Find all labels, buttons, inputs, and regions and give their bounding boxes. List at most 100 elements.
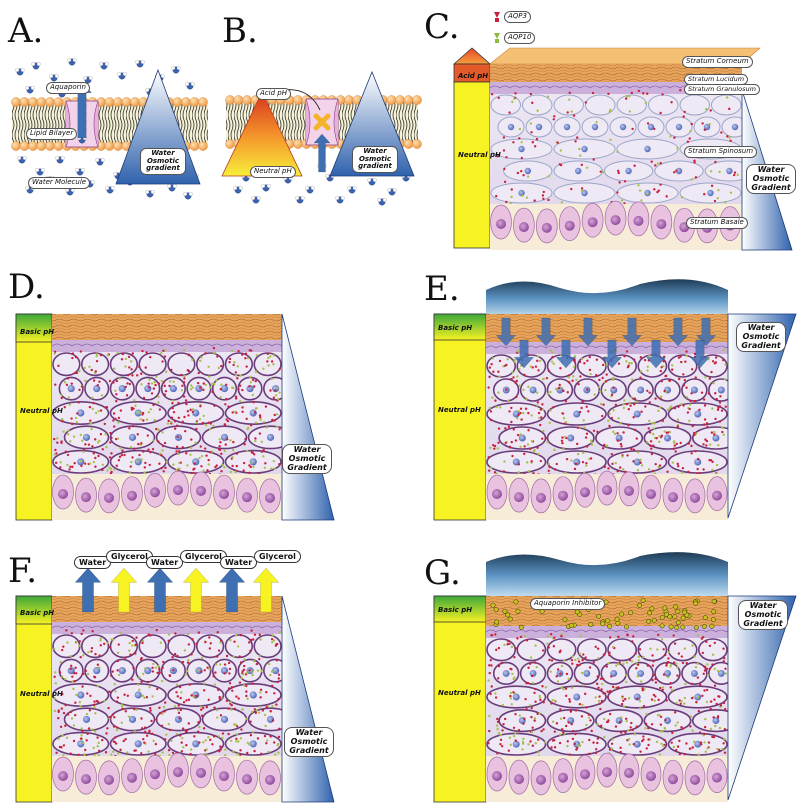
cell-nucleus <box>694 458 702 466</box>
cell-nucleus <box>81 492 91 503</box>
acid-cap <box>452 47 492 65</box>
water-influx-arrow <box>621 317 643 347</box>
water-influx-arrow <box>689 339 711 369</box>
water-molecule <box>183 192 193 200</box>
label-neutral-ph-g: Neutral pH <box>438 689 481 697</box>
label-lipid-bilayer: Lipid Bilayer <box>26 128 78 140</box>
flow-label-water-3: Water <box>220 556 258 569</box>
legend-aqp3: AQP3 <box>504 11 531 23</box>
cell-nucleus <box>573 410 581 418</box>
aquaporin-inhibitor-particles <box>490 597 718 631</box>
lipid-head <box>412 139 422 149</box>
cell-nucleus <box>266 433 275 441</box>
label-basic-ph-e: Basic pH <box>438 324 473 332</box>
cell-nucleus <box>174 715 183 723</box>
panel-letter-a: A. <box>8 11 44 51</box>
cell-nucleus <box>633 458 641 466</box>
water-molecule <box>295 196 305 204</box>
lipid-head <box>45 141 55 151</box>
label-gradient-d: Water Osmotic Gradient <box>282 444 332 475</box>
cell-nucleus <box>134 740 142 748</box>
stratum-basale-cells <box>486 470 728 520</box>
panel-c-artwork <box>452 12 793 251</box>
cell-nucleus <box>219 771 229 782</box>
cell-nucleus <box>93 667 101 675</box>
cell-nucleus <box>104 492 114 503</box>
cell-nucleus <box>580 769 590 780</box>
cell-nucleus <box>567 434 575 442</box>
keratinocyte <box>224 352 254 377</box>
cell-nucleus <box>196 767 206 778</box>
cell-nucleus <box>134 691 142 699</box>
keratinocyte <box>80 352 110 377</box>
cell-nucleus <box>591 123 599 131</box>
water-surface <box>486 552 728 598</box>
label-neutral-ph-e: Neutral pH <box>438 406 481 414</box>
keratinocyte <box>576 638 607 662</box>
water-molecule <box>55 156 65 164</box>
cell-nucleus <box>118 667 126 675</box>
cell-nucleus <box>67 667 75 675</box>
lipid-head <box>172 97 183 107</box>
cell-nucleus <box>573 693 581 701</box>
water-molecule <box>17 156 27 164</box>
keratinocyte <box>607 638 638 662</box>
cell-nucleus <box>150 769 160 780</box>
water-molecule <box>75 168 85 176</box>
ph-bar <box>433 313 487 521</box>
cell-nucleus <box>246 385 254 393</box>
water-molecule <box>83 76 93 84</box>
keratinocyte <box>522 94 553 116</box>
cell-nucleus <box>118 385 126 393</box>
lipid-head <box>53 97 64 107</box>
water-molecule <box>167 184 177 192</box>
cell-nucleus <box>668 492 678 503</box>
cell-nucleus <box>581 145 588 153</box>
keratinocyte <box>637 638 668 662</box>
water-molecule <box>65 188 75 196</box>
keratinocyte <box>616 94 647 116</box>
water-influx-arrow <box>645 339 667 369</box>
water-efflux-arrow <box>218 567 246 613</box>
keratinocyte <box>697 638 728 662</box>
lipid-head <box>189 141 200 151</box>
cell-nucleus <box>541 222 552 233</box>
cell-nucleus <box>150 487 160 498</box>
aquaporin-channel <box>305 98 339 146</box>
stratum-corneum-layer <box>486 314 728 342</box>
panel-g-artwork <box>433 552 797 803</box>
keratinocyte <box>138 634 167 659</box>
cell-nucleus <box>580 487 590 498</box>
panel-e-artwork <box>433 279 797 521</box>
lipid-head <box>104 97 115 107</box>
label-aquaporin: Aquaporin <box>46 82 90 94</box>
lipid-head <box>386 95 397 105</box>
cell-nucleus <box>583 669 591 677</box>
cell-nucleus <box>249 740 257 748</box>
cell-nucleus <box>610 215 621 226</box>
cell-nucleus <box>637 669 645 677</box>
stratum-spinosum-cells <box>486 638 740 756</box>
cell-nucleus <box>644 145 651 153</box>
lipid-head <box>225 139 235 149</box>
cell-nucleus <box>195 385 203 393</box>
stratum-spinosum-cells <box>486 354 740 474</box>
cell-nucleus <box>272 385 280 393</box>
lipid-head <box>36 97 47 107</box>
water-molecule <box>105 186 115 194</box>
cell-nucleus <box>265 774 275 785</box>
glycerol-efflux-arrow <box>252 567 280 613</box>
water-molecule <box>347 186 357 194</box>
cell-nucleus <box>707 189 714 197</box>
cell-nucleus <box>58 771 68 781</box>
cell-nucleus <box>169 385 177 393</box>
water-molecule <box>171 66 181 74</box>
lipid-head <box>36 141 47 151</box>
water-molecule <box>261 184 271 192</box>
cell-nucleus <box>93 385 101 393</box>
cell-nucleus <box>610 386 618 394</box>
keratinocyte <box>553 94 584 116</box>
cell-nucleus <box>703 123 711 131</box>
cell-nucleus <box>619 123 627 131</box>
